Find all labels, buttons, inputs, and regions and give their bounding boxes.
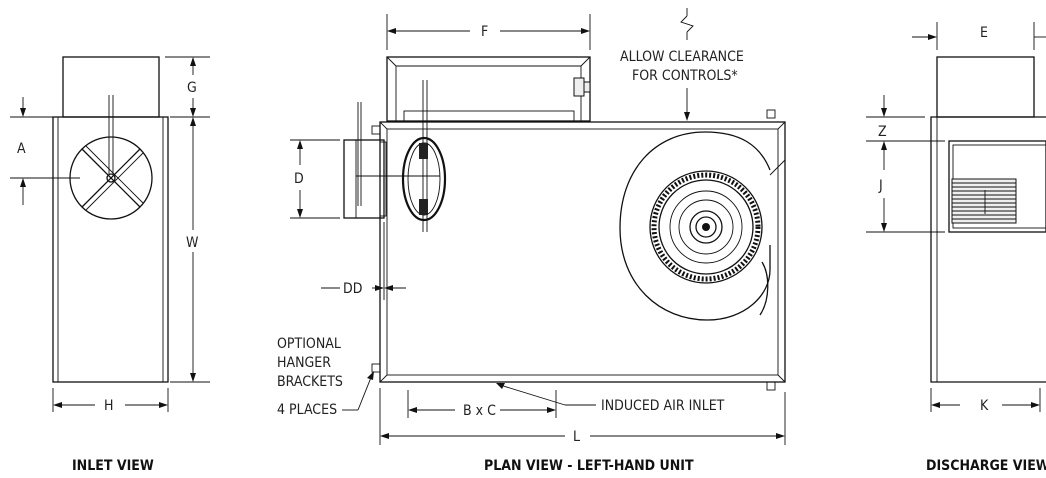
plan-view-caption: PLAN VIEW - LEFT-HAND UNIT bbox=[484, 458, 694, 474]
hanger-note-line3: BRACKETS bbox=[277, 374, 343, 390]
clearance-note-line1: ALLOW CLEARANCE bbox=[620, 49, 744, 65]
dim-k-label: K bbox=[980, 398, 989, 414]
wheel-blades bbox=[952, 182, 1016, 220]
unit-casing bbox=[379, 121, 786, 383]
blower-scroll bbox=[619, 131, 771, 321]
discharge-collar bbox=[936, 56, 1035, 118]
damper-blade bbox=[401, 136, 447, 222]
inlet-view: A G W H INLET VIEW bbox=[10, 56, 210, 474]
discharge-blower-wheel bbox=[951, 178, 1017, 224]
inlet-body bbox=[52, 116, 169, 383]
discharge-view: E Z J K DISCHARGE VIEW bbox=[866, 22, 1046, 474]
hanger-bracket bbox=[371, 363, 381, 373]
discharge-outlet bbox=[948, 140, 1046, 233]
dim-g-label: G bbox=[187, 80, 197, 96]
blower-wheel bbox=[649, 170, 763, 284]
plan-view: F ALLOW CLEARANCE FOR CONTROLS* D DD OPT… bbox=[277, 8, 786, 474]
clearance-note-line2: FOR CONTROLS* bbox=[632, 68, 738, 84]
hanger-bracket bbox=[371, 125, 381, 135]
hanger-bracket bbox=[766, 381, 776, 391]
discharge-view-caption: DISCHARGE VIEW bbox=[926, 458, 1046, 474]
dim-h-label: H bbox=[104, 398, 113, 414]
plan-inlet-collar bbox=[343, 139, 385, 219]
dim-d-label: D bbox=[294, 171, 304, 187]
inlet-view-caption: INLET VIEW bbox=[72, 458, 154, 474]
inlet-collar bbox=[62, 56, 160, 118]
dim-f-label: F bbox=[481, 24, 488, 40]
dim-bxc-label: B x C bbox=[463, 403, 496, 419]
dim-z-label: Z bbox=[878, 124, 887, 140]
discharge-body bbox=[930, 116, 1046, 383]
dim-j-label: J bbox=[878, 178, 883, 194]
induced-air-inlet-note: INDUCED AIR INLET bbox=[601, 398, 725, 414]
dim-dd-label: DD bbox=[343, 281, 362, 297]
dim-e-label: E bbox=[980, 25, 988, 41]
dim-a-label: A bbox=[17, 141, 26, 157]
hanger-note-line4: 4 PLACES bbox=[277, 402, 337, 418]
dim-l-label: L bbox=[573, 429, 580, 445]
hanger-bracket bbox=[766, 109, 776, 119]
dim-w-label: W bbox=[186, 235, 199, 251]
hanger-note-line2: HANGER bbox=[277, 355, 331, 371]
hanger-note-line1: OPTIONAL bbox=[277, 336, 341, 352]
